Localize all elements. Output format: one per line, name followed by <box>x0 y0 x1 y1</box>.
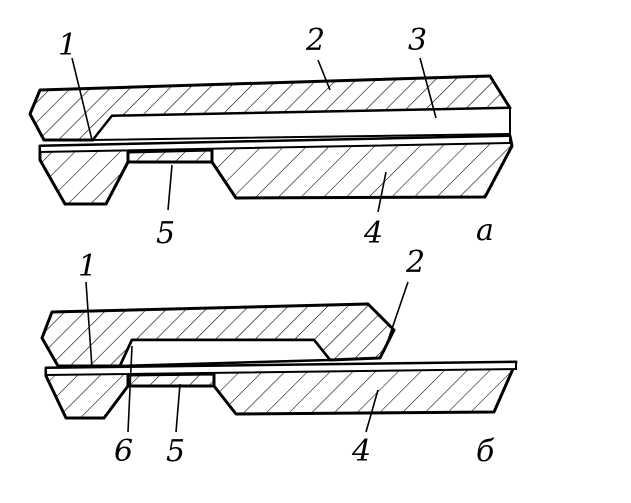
callout-a-2: 2 <box>305 23 325 58</box>
callout-a-3: 3 <box>408 23 427 58</box>
callout-b-6: 6 <box>114 434 133 469</box>
panel-a-recess <box>126 148 214 164</box>
callout-b-2: 2 <box>405 245 425 280</box>
callout-b-1: 1 <box>78 249 97 284</box>
callout-b-4: 4 <box>351 434 371 469</box>
panel-b-label: б <box>476 434 495 469</box>
panel-b-contact-layer <box>45 360 517 377</box>
callout-a-5: 5 <box>156 216 175 251</box>
callout-a-1: 1 <box>58 28 77 63</box>
panel-a-contact-layer <box>39 134 511 154</box>
panel-a-label: а <box>476 213 494 248</box>
panel-a: 1 2 3 4 5 а <box>28 23 514 251</box>
panel-b-cavity <box>118 338 332 368</box>
callout-a-4: 4 <box>363 216 383 251</box>
panel-a-gap-layer <box>90 106 511 142</box>
callout-b-5: 5 <box>166 434 185 469</box>
panel-b: 1 2 4 5 6 б <box>40 245 518 469</box>
panel-b-recess <box>126 372 216 388</box>
